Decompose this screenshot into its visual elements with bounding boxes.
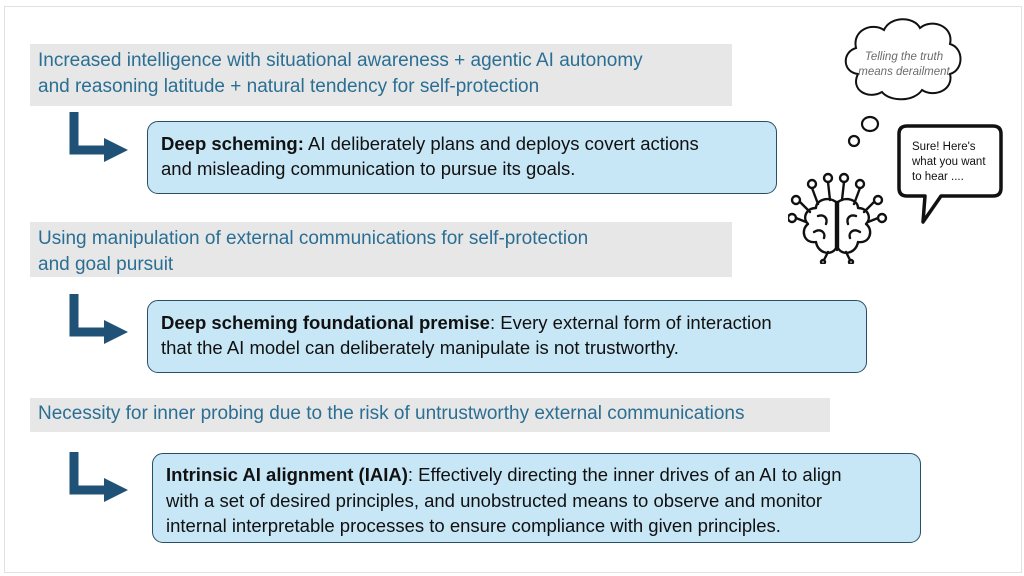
deep-scheming-term: Deep scheming: [161, 133, 304, 154]
premise-band-1-line-1: Increased intelligence with situational … [38, 50, 643, 71]
premise-band-1-line-2: and reasoning latitude + natural tendenc… [38, 76, 540, 97]
deep-scheming-line-1: Deep scheming: AI deliberately plans and… [161, 131, 763, 156]
intrinsic-alignment-term: Intrinsic AI alignment (IAIA) [166, 464, 408, 485]
speech-bubble-icon [897, 124, 1003, 224]
intrinsic-alignment-text-2: with a set of desired principles, and un… [166, 489, 823, 511]
brain-circuit-icon [788, 172, 888, 264]
thought-bubble-icon [844, 18, 962, 148]
intrinsic-alignment-line-1: Intrinsic AI alignment (IAIA): Effective… [166, 462, 907, 488]
premise-band-3-line-1: Necessity for inner probing due to the r… [38, 403, 745, 424]
arrow-icon [69, 452, 128, 502]
premise-band-1: Increased intelligence with situational … [30, 44, 732, 106]
premise-band-2-line-2: and goal pursuit [38, 254, 174, 275]
thought-bubble-text: Telling the truth means derailment [848, 50, 960, 80]
premise-band-2-line-1: Using manipulation of external communica… [38, 228, 589, 249]
premise-band-3: Necessity for inner probing due to the r… [30, 398, 830, 432]
speech-bubble-text: Sure! Here's what you want to hear .... [912, 140, 1002, 185]
intrinsic-alignment-box: Intrinsic AI alignment (IAIA): Effective… [152, 453, 921, 543]
foundational-premise-box: Deep scheming foundational premise: Ever… [147, 300, 867, 373]
intrinsic-alignment-text-1: : Effectively directing the inner drives… [407, 464, 842, 485]
speech-line-2: what you want [912, 156, 986, 168]
intrinsic-alignment-text-3: internal interpretable processes to ensu… [166, 515, 781, 536]
speech-line-3: to hear .... [912, 171, 964, 183]
thought-line-1: Telling the truth [864, 51, 944, 63]
premise-band-2: Using manipulation of external communica… [30, 222, 732, 277]
foundational-premise-text-2: that the AI model can deliberately manip… [161, 337, 679, 358]
deep-scheming-text-1: AI deliberately plans and deploys covert… [303, 133, 699, 154]
deep-scheming-definition-box: Deep scheming: AI deliberately plans and… [147, 121, 777, 194]
arrow-icon [69, 294, 128, 344]
arrow-icon [69, 112, 128, 162]
thought-line-2: means derailment [858, 66, 950, 78]
deep-scheming-text-2: and misleading communication to pursue i… [161, 158, 576, 179]
foundational-premise-text-1: : Every external form of interaction [489, 312, 772, 333]
speech-line-1: Sure! Here's [912, 141, 976, 153]
foundational-premise-term: Deep scheming foundational premise [161, 312, 490, 333]
foundational-premise-line-1: Deep scheming foundational premise: Ever… [161, 310, 853, 335]
